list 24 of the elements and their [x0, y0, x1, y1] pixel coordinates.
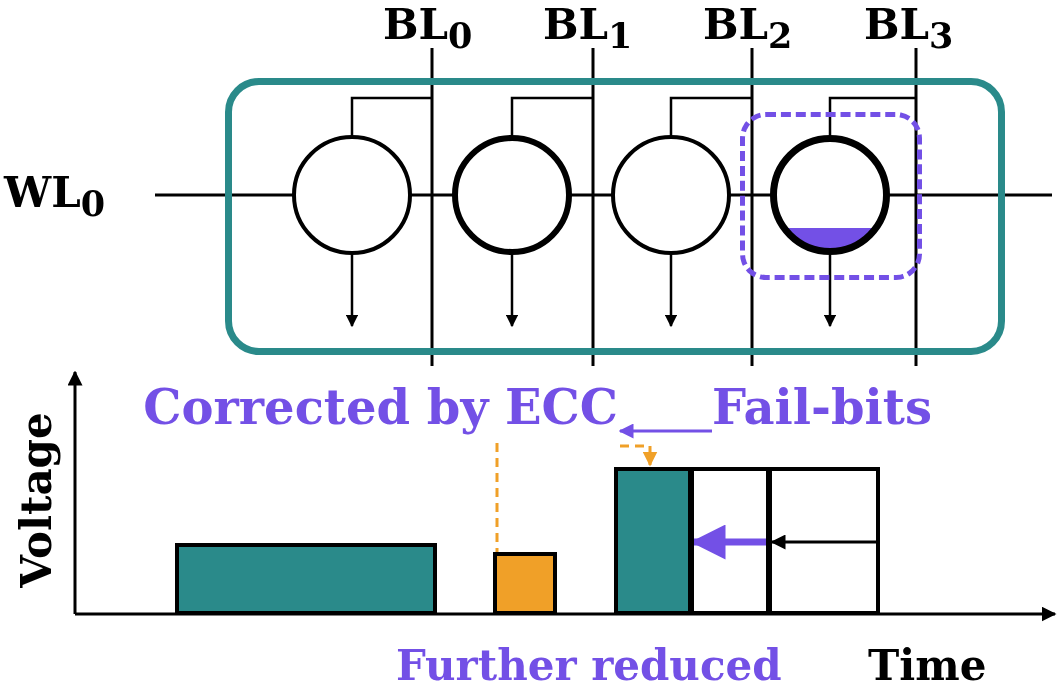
arrow — [620, 444, 658, 467]
highlight-box — [740, 112, 922, 280]
output-arrow — [664, 255, 678, 328]
voltage-pulse — [614, 467, 692, 615]
arrow — [770, 534, 878, 550]
bit-line-label: BL$_{1}$ — [543, 4, 633, 54]
word-line-label: WL$_{0}$ — [4, 172, 106, 222]
bit-line-label: BL$_{0}$ — [383, 4, 473, 54]
arrow — [618, 423, 712, 439]
bit-line-label: BL$_{3}$ — [864, 4, 954, 54]
callout-text: Fail-bits — [712, 383, 972, 443]
output-arrow — [505, 255, 519, 328]
output-arrow — [823, 255, 837, 328]
voltage-pulse — [175, 543, 437, 615]
voltage-pulse — [768, 467, 880, 615]
bit-line-label: BL$_{2}$ — [703, 4, 793, 54]
voltage-pulse — [493, 552, 557, 615]
axis-label: Time — [868, 645, 987, 687]
callout-text: Corrected by ECC — [118, 383, 618, 443]
array-outline — [225, 78, 1005, 355]
output-arrow — [345, 255, 359, 328]
voltage-pulse — [690, 467, 770, 615]
annotation-text: Further reduced — [396, 645, 782, 687]
leader-line — [495, 443, 499, 552]
